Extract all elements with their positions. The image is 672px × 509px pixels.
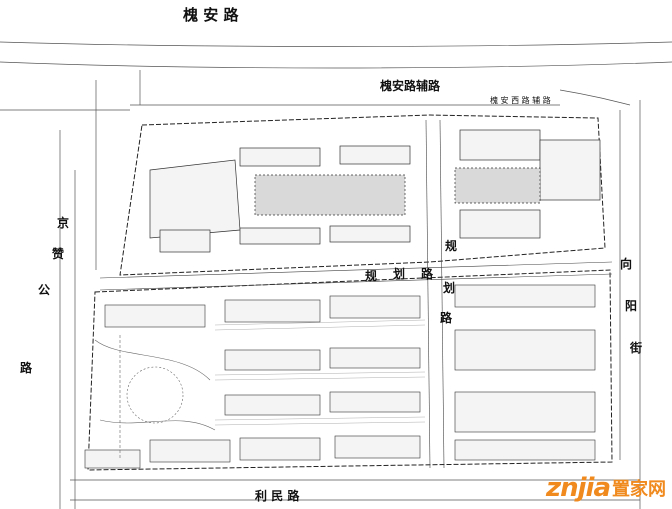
road-label-right-1: 向 <box>620 257 633 271</box>
road-label-left-1: 京 <box>57 216 70 230</box>
landscape-strips <box>214 319 426 426</box>
road-label-bottom: 利 民 路 <box>255 489 300 503</box>
central-park <box>94 335 216 460</box>
road-label-left-4: 路 <box>20 361 33 375</box>
watermark-logo: znjia 置家网 <box>546 470 666 506</box>
road-label-left-2: 赞 <box>52 247 65 261</box>
road-label-inner-strip: 槐 安 西 路 辅 路 <box>490 96 551 105</box>
watermark-brand-cn: 置家网 <box>612 479 666 500</box>
plan-road-v-3: 路 <box>440 311 453 325</box>
watermark-brand-latin: znjia <box>545 473 611 503</box>
road-label-left-3: 公 <box>38 283 51 297</box>
road-label-right-2: 阳 <box>625 299 638 313</box>
plan-roads <box>99 119 613 469</box>
road-label-right-3: 街 <box>630 341 643 355</box>
road-edges <box>0 41 672 509</box>
residential-buildings-west <box>84 295 421 469</box>
plan-road-v-2: 划 <box>443 281 456 295</box>
site-boundary <box>87 114 613 471</box>
plan-road-h-1: 规 <box>365 269 378 283</box>
plan-road-h-2: 划 <box>393 267 406 281</box>
north-block <box>149 129 601 253</box>
plan-road-h-3: 路 <box>421 267 434 281</box>
road-label-aux: 槐安路辅路 <box>380 79 441 93</box>
road-label-top: 槐 安 路 <box>183 6 239 24</box>
plan-road-v-1: 规 <box>445 239 458 253</box>
residential-buildings-east <box>454 284 596 461</box>
